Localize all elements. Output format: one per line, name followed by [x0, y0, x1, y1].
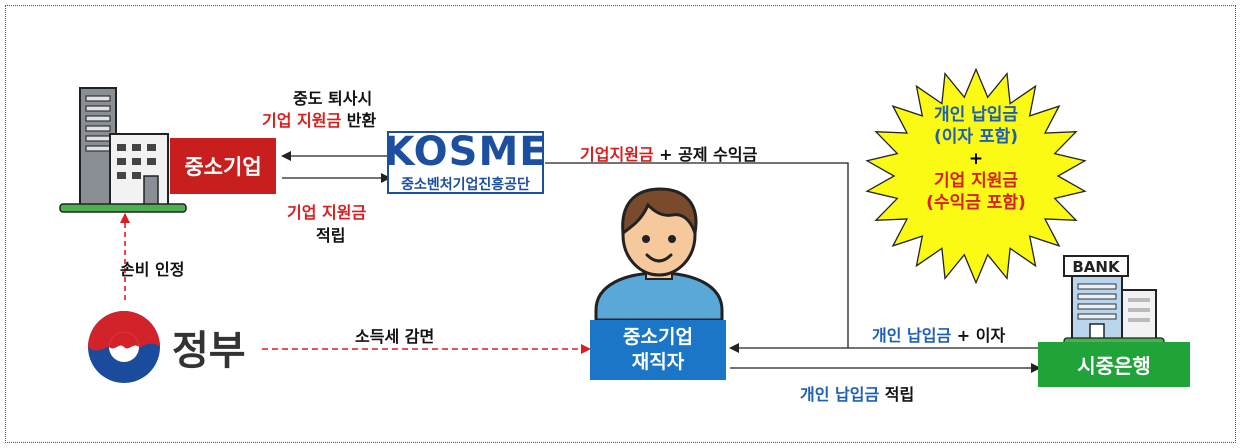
kosme-logo: KOSME [383, 128, 548, 175]
starburst-shape [865, 67, 1087, 285]
kosme-name: 중소벤처기업진흥공단 [401, 176, 530, 193]
government-emblem-icon [88, 311, 160, 383]
starburst-line3: 기업 지원금 [933, 171, 1019, 191]
refund-condition-label: 중도 퇴사시 [293, 89, 373, 108]
company-box: 중소기업 [170, 138, 276, 194]
worker-label-line1: 중소기업 [623, 326, 693, 348]
bank-to-worker-label: 개인 납입금 + 이자 [872, 322, 1005, 346]
starburst-line4: (수익금 포함) [926, 193, 1026, 213]
bank-box: 시중은행 [1038, 342, 1190, 387]
starburst-content: 개인 납입금 (이자 포함) + 기업 지원금 (수익금 포함) [926, 104, 1026, 214]
kosme-to-bank-label: 기업지원금 + 공제 수익금 [580, 141, 757, 165]
company-label: 중소기업 [184, 155, 262, 179]
refund-rest-text: 반환 [341, 111, 377, 130]
worker-label-line2: 재직자 [631, 351, 685, 373]
worker-to-bank-label: 개인 납입금 적립 [800, 381, 914, 405]
bank-to-worker-rest-text: + 이자 [951, 326, 1006, 345]
tax-reduction-label: 소득세 감면 [355, 327, 435, 346]
bank-sign-text: BANK [1072, 258, 1121, 276]
kosme-to-bank-line [545, 162, 849, 348]
bank-building-icon: BANK [1063, 255, 1165, 346]
support-label: 기업 지원금 [287, 203, 367, 222]
worker-box: 중소기업 재직자 [590, 320, 726, 380]
refund-label: 기업 지원금 반환 [262, 107, 376, 131]
bank-to-worker-blue-text: 개인 납입금 [872, 326, 952, 345]
worker-to-bank-rest-text: 적립 [879, 385, 915, 404]
refund-red-text: 기업 지원금 [262, 111, 342, 130]
cost-recognition-label: 손비 인정 [120, 260, 185, 279]
kosme-to-bank-red-text: 기업지원금 [580, 145, 654, 164]
support-accumulate-label: 적립 [316, 226, 346, 245]
kosme-logo-box: KOSME 중소벤처기업진흥공단 [383, 131, 547, 194]
worker-to-bank-blue-text: 개인 납입금 [800, 385, 880, 404]
office-building-icon [59, 87, 187, 213]
bank-label: 시중은행 [1077, 354, 1151, 378]
starburst-line2: (이자 포함) [933, 127, 1019, 147]
kosme-to-bank-rest-text: + 공제 수익금 [653, 145, 758, 164]
starburst-line1: 개인 납입금 [933, 105, 1019, 125]
government-label: 정부 [172, 328, 246, 374]
starburst-plus: + [968, 149, 984, 169]
diagram-frame [5, 5, 1236, 443]
worker-person-icon [594, 187, 724, 320]
